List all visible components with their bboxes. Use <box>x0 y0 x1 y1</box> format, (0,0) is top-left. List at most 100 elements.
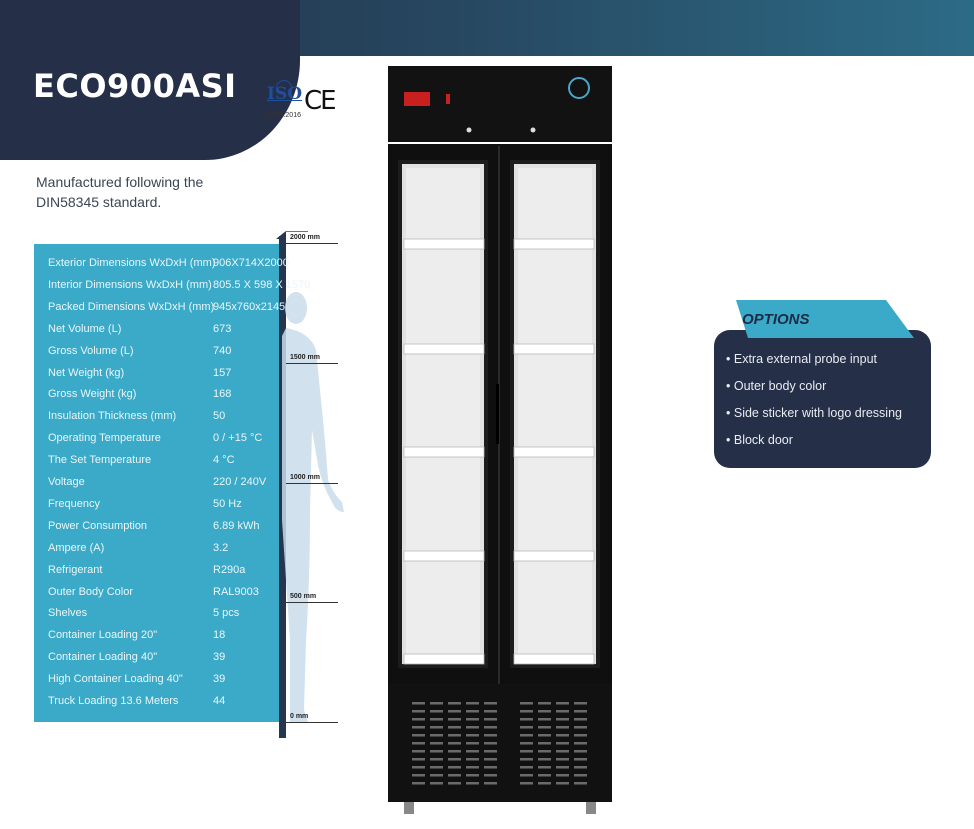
ce-mark: CE <box>304 86 337 116</box>
option-item: • Side sticker with logo dressing <box>726 406 902 420</box>
spec-label: Operating Temperature <box>48 432 161 445</box>
indicator-light <box>446 94 450 104</box>
spec-row: Operating Temperature 0 / +15 °C <box>48 432 284 454</box>
right-door <box>510 160 600 668</box>
brand-logo-icon <box>568 77 590 99</box>
spec-value: 945x760x2145 <box>213 300 286 313</box>
spec-label: Exterior Dimensions WxDxH (mm) <box>48 257 216 269</box>
spec-value: 740 <box>213 344 232 357</box>
spec-label: Container Loading 20" <box>48 629 158 642</box>
option-item: • Block door <box>726 433 793 447</box>
spec-row: Gross Weight (kg) 168 <box>48 388 284 410</box>
options-title: OPTIONS <box>742 311 810 328</box>
ruler-label: 2000 mm <box>290 234 320 241</box>
spec-row: Interior Dimensions WxDxH (mm)805.5 X 59… <box>48 278 310 301</box>
spec-label: Net Weight (kg) <box>48 366 125 379</box>
spec-value: 50 <box>213 410 226 423</box>
spec-row: Truck Loading 13.6 Meters 44 <box>48 695 284 717</box>
fridge-foot <box>404 802 414 814</box>
spec-label: Container Loading 40" <box>48 651 158 664</box>
spec-label: Gross Weight (kg) <box>48 388 137 401</box>
spec-row: Outer Body Color RAL9003 <box>48 586 284 608</box>
spec-value: RAL9003 <box>213 585 259 598</box>
spec-value: 6.89 kWh <box>213 519 260 532</box>
options-panel: OPTIONS • Extra external probe input • O… <box>714 300 932 470</box>
iso-globe-icon <box>276 80 292 89</box>
spec-label: Shelves <box>48 607 88 620</box>
ruler-line <box>286 602 338 604</box>
spec-value: 18 <box>213 629 226 642</box>
spec-label: Voltage <box>48 476 85 488</box>
spec-row: Frequency 50 Hz <box>48 498 284 520</box>
spec-label: Net Volume (L) <box>48 322 122 335</box>
fridge-foot <box>586 802 596 814</box>
ruler-line <box>286 243 338 244</box>
spec-value: 50 Hz <box>213 497 242 510</box>
spec-row: Container Loading 40" 39 <box>48 651 284 673</box>
spec-row: Net Volume (L) 673 <box>48 323 284 345</box>
spec-row: Ampere (A) 3.2 <box>48 542 284 564</box>
spec-value: R290a <box>213 563 246 576</box>
spec-value: 220 / 240V <box>213 476 267 488</box>
option-item: • Extra external probe input <box>726 352 877 366</box>
spec-value: 4 °C <box>213 454 235 467</box>
spec-label: Refrigerant <box>48 563 103 576</box>
ruler-line <box>286 482 338 484</box>
spec-edge-cap <box>276 231 286 239</box>
spec-row: Packed Dimensions WxDxH (mm)945x760x2145 <box>48 300 286 323</box>
spec-value: 906X714X2000 <box>213 257 289 269</box>
spec-table <box>34 244 284 722</box>
spec-label: Insulation Thickness (mm) <box>48 410 177 423</box>
human-silhouette-icon <box>282 292 344 722</box>
ruler-label: 0 mm <box>290 713 309 720</box>
product-description: Manufactured following the DIN58345 stan… <box>36 174 204 210</box>
ruler-line <box>286 722 338 723</box>
spec-label: Ampere (A) <box>48 541 105 554</box>
spec-value: 157 <box>213 366 232 379</box>
spec-value: 3.2 <box>213 541 229 554</box>
fridge-bottom-vent <box>388 684 612 802</box>
spec-label: High Container Loading 40" <box>48 673 183 686</box>
spec-row: Gross Volume (L) 740 <box>48 345 284 367</box>
iso-number: 13485:2016 <box>264 112 301 119</box>
ruler-label: 1000 mm <box>290 473 320 481</box>
fridge-illustration <box>388 66 612 814</box>
spec-value: 673 <box>213 322 232 335</box>
certification-marks: ISO 13485:2016 CE <box>262 80 338 128</box>
temperature-display <box>404 92 430 106</box>
spec-row: Container Loading 20" 18 <box>48 629 284 651</box>
spec-value: 168 <box>213 388 232 401</box>
left-door <box>398 160 488 668</box>
spec-row: Insulation Thickness (mm) 50 <box>48 410 284 432</box>
product-title: ECO900ASI <box>33 67 237 105</box>
spec-label: Power Consumption <box>48 519 148 532</box>
ruler-label: 500 mm <box>290 593 317 601</box>
ruler-line <box>286 362 338 364</box>
shelves <box>403 238 595 665</box>
options-body <box>714 330 931 468</box>
spec-row: Refrigerant R290a <box>48 564 284 586</box>
spec-label: The Set Temperature <box>48 454 152 467</box>
ruler-top-marker <box>286 231 308 232</box>
iso-mark: ISO <box>267 84 303 104</box>
spec-row: High Container Loading 40" 39 <box>48 673 284 695</box>
spec-value: 44 <box>213 695 226 707</box>
ruler-label: 1500 mm <box>290 353 320 361</box>
spec-value: 39 <box>213 673 226 686</box>
fridge-top-panel <box>388 66 612 142</box>
spec-label: Interior Dimensions WxDxH (mm) <box>48 278 212 291</box>
spec-row: Net Weight (kg) 157 <box>48 367 284 389</box>
spec-row: Voltage 220 / 240V <box>48 476 284 498</box>
spec-label: Outer Body Color <box>48 585 133 598</box>
spec-label: Truck Loading 13.6 Meters <box>48 695 179 707</box>
option-item: • Outer body color <box>726 379 827 393</box>
spec-row: The Set Temperature 4 °C <box>48 454 284 476</box>
spec-value: 39 <box>213 651 226 664</box>
spec-label: Frequency <box>48 497 100 510</box>
spec-row: Power Consumption 6.89 kWh <box>48 520 284 542</box>
spec-label: Gross Volume (L) <box>48 344 134 357</box>
spec-value: 0 / +15 °C <box>213 432 263 445</box>
options-tab <box>736 300 914 338</box>
spec-value: 805.5 X 598 X 1570 <box>213 278 311 291</box>
